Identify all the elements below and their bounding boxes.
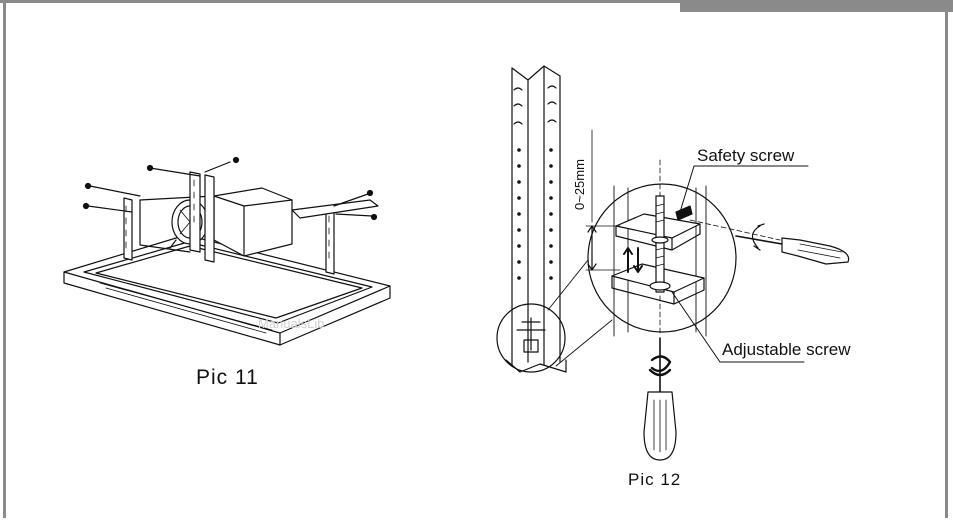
screwdriver-horizontal — [735, 223, 850, 265]
pic12-caption: Pic 12 — [628, 470, 682, 489]
safety-screw-label: Safety screw — [697, 146, 795, 165]
mounting-brackets — [82, 156, 379, 275]
callout-leaders — [671, 165, 809, 363]
pic11-illustration — [63, 156, 391, 346]
dimension-marker — [585, 129, 621, 271]
page-frame — [3, 3, 948, 518]
top-border — [0, 0, 680, 3]
screwdriver-vertical — [643, 337, 677, 461]
watermark: ManualsLib — [258, 316, 325, 331]
hood-frame — [63, 234, 391, 346]
pic11-caption: Pic 11 — [196, 366, 259, 389]
adjustable-screw-label: Adjustable screw — [722, 340, 851, 359]
pic12-bracket — [496, 65, 613, 373]
pic12-magnified-detail — [587, 159, 781, 337]
corner-tab — [680, 0, 953, 12]
dimension-label: 0~25mm — [572, 159, 587, 210]
